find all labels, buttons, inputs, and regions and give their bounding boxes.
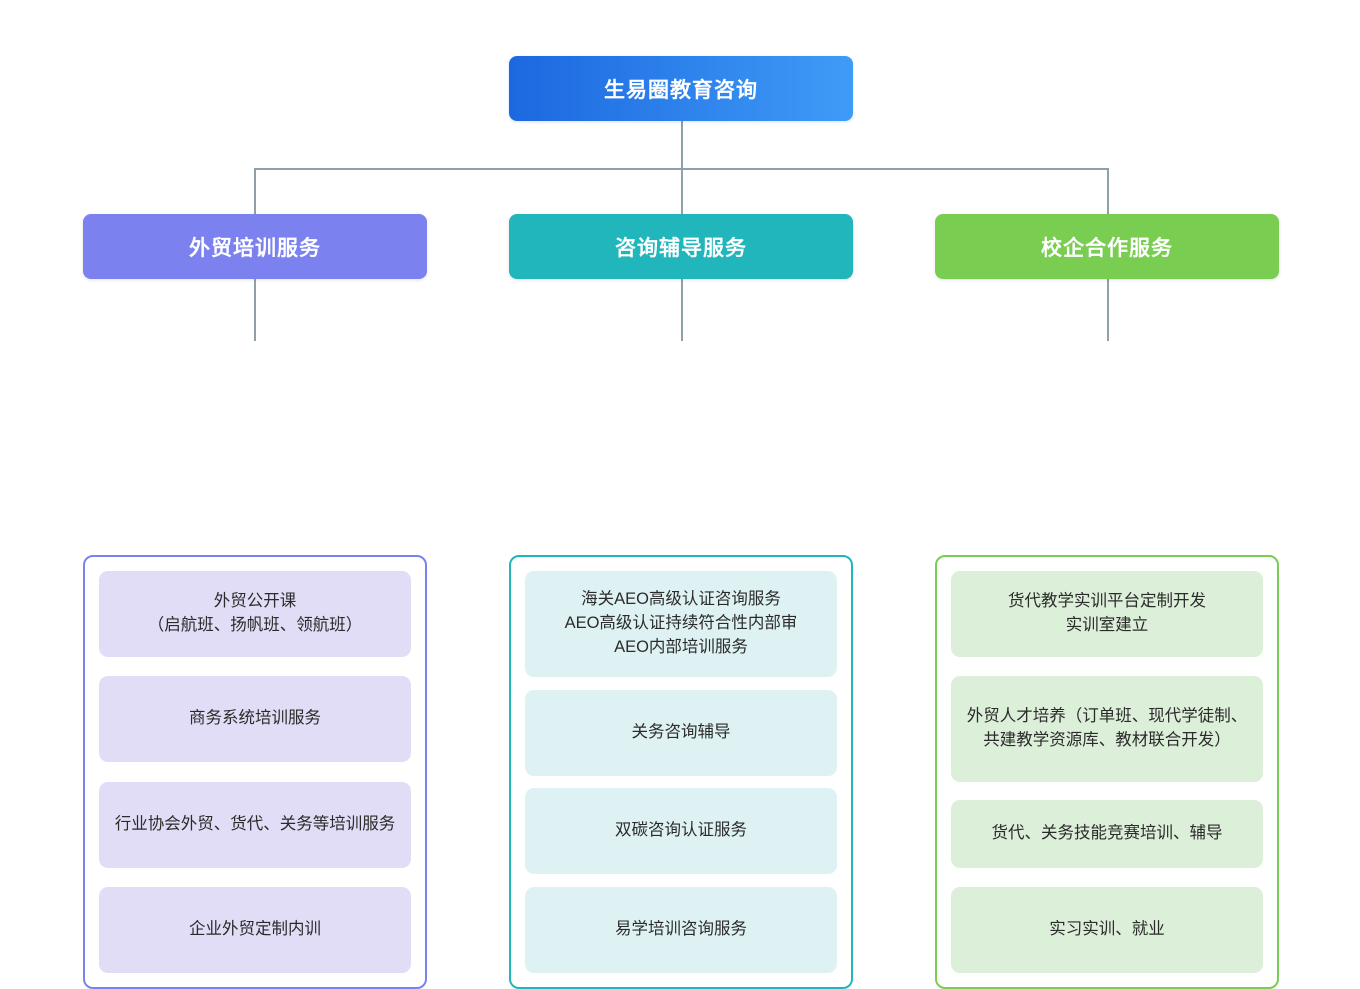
branch-header-1[interactable]: 外贸培训服务: [83, 214, 427, 279]
list-item[interactable]: 商务系统培训服务: [99, 676, 411, 763]
connector-branch-1-to-items: [254, 279, 256, 341]
branch-3-items-container: 货代教学实训平台定制开发 实训室建立 外贸人才培养（订单班、现代学徒制、共建教学…: [935, 555, 1279, 989]
connector-drop-branch-1: [254, 168, 256, 214]
list-item[interactable]: 易学培训咨询服务: [525, 886, 837, 973]
org-chart: 生易圈教育咨询 外贸培训服务 外贸公开课 （启航班、扬帆班、领航班） 商务系统培…: [83, 56, 1279, 989]
list-item[interactable]: 关务咨询辅导: [525, 689, 837, 776]
connector-branch-2-to-items: [681, 279, 683, 341]
list-item[interactable]: 行业协会外贸、货代、关务等培训服务: [99, 781, 411, 868]
list-item[interactable]: 货代、关务技能竞赛培训、辅导: [951, 800, 1263, 869]
list-item[interactable]: 外贸公开课 （启航班、扬帆班、领航班）: [99, 571, 411, 657]
root-node-label: 生易圈教育咨询: [604, 78, 758, 102]
list-item[interactable]: 企业外贸定制内训: [99, 886, 411, 973]
branch-column-3: 校企合作服务 货代教学实训平台定制开发 实训室建立 外贸人才培养（订单班、现代学…: [935, 214, 1279, 989]
connector-horizontal-bus: [254, 168, 1108, 170]
connector-root-stem: [681, 121, 683, 169]
list-item[interactable]: 双碳咨询认证服务: [525, 788, 837, 875]
branch-header-1-label: 外贸培训服务: [189, 236, 321, 260]
branch-2-items-container: 海关AEO高级认证咨询服务 AEO高级认证持续符合性内部审 AEO内部培训服务 …: [509, 555, 853, 989]
connector-drop-branch-2: [681, 168, 683, 214]
connector-branch-3-to-items: [1107, 279, 1109, 341]
list-item[interactable]: 实习实训、就业: [951, 886, 1263, 973]
branch-header-3[interactable]: 校企合作服务: [935, 214, 1279, 279]
branch-column-1: 外贸培训服务 外贸公开课 （启航班、扬帆班、领航班） 商务系统培训服务 行业协会…: [83, 214, 427, 989]
branch-header-2[interactable]: 咨询辅导服务: [509, 214, 853, 279]
branch-1-items-container: 外贸公开课 （启航班、扬帆班、领航班） 商务系统培训服务 行业协会外贸、货代、关…: [83, 555, 427, 989]
root-node[interactable]: 生易圈教育咨询: [509, 56, 853, 121]
connector-drop-branch-3: [1107, 168, 1109, 214]
list-item[interactable]: 货代教学实训平台定制开发 实训室建立: [951, 571, 1263, 657]
branch-header-2-label: 咨询辅导服务: [615, 236, 747, 260]
list-item[interactable]: 海关AEO高级认证咨询服务 AEO高级认证持续符合性内部审 AEO内部培训服务: [525, 571, 837, 677]
list-item[interactable]: 外贸人才培养（订单班、现代学徒制、共建教学资源库、教材联合开发）: [951, 675, 1263, 782]
branch-column-2: 咨询辅导服务 海关AEO高级认证咨询服务 AEO高级认证持续符合性内部审 AEO…: [509, 214, 853, 989]
branch-header-3-label: 校企合作服务: [1041, 236, 1173, 260]
